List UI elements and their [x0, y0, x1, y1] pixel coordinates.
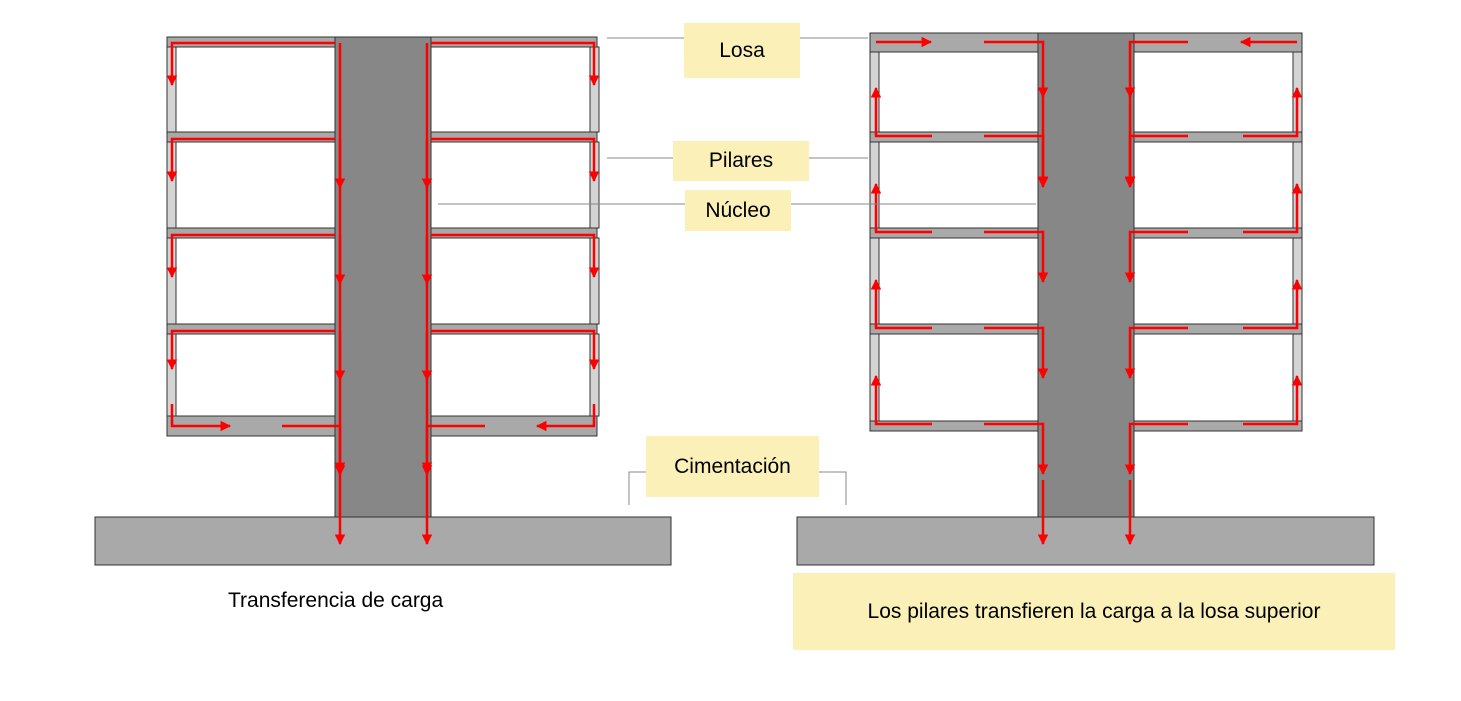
pillar-right-bldg-outer-left-2	[869, 141, 880, 229]
arrow-slab-to-pillar-left-4	[166, 329, 335, 371]
arrow-slab-to-core-r-2	[1124, 230, 1188, 284]
arrow-slab-to-pillar-right-3	[431, 233, 600, 279]
foundation-right	[796, 516, 1375, 566]
leader-foundation-right	[819, 471, 847, 505]
pillar-right-bldg-outer-left-3	[869, 237, 880, 325]
arrow-slab-to-core-r-1	[1124, 134, 1188, 188]
label-foundation: Cimentación	[646, 436, 819, 497]
arrow-slab-to-pillar-left-3	[166, 233, 335, 279]
leader-foundation-left	[628, 471, 646, 505]
arrow-slab-to-core-l-2	[984, 230, 1049, 284]
arrow-slab-to-core-l-3	[984, 326, 1049, 380]
building-right-top-transfer	[796, 32, 1375, 566]
arrow-top-transfer-left-b	[984, 40, 1049, 99]
arrow-slab-to-pillar-right-1	[431, 41, 600, 87]
arrow-slab-up-left-1	[870, 86, 932, 138]
label-leader-lines	[438, 37, 1036, 505]
arrow-slab-up-right-2	[1243, 182, 1303, 234]
pillar-right-bldg-outer-left-4	[869, 333, 880, 422]
arrow-top-transfer-right-b	[1124, 40, 1188, 99]
arrow-slab-up-right-3	[1243, 278, 1303, 330]
arrow-slab-up-right-1	[1243, 86, 1303, 138]
arrow-slab-up-right-4	[1243, 374, 1303, 426]
label-slab: Losa	[684, 23, 800, 78]
arrow-slab-to-pillar-right-2	[431, 137, 600, 183]
arrow-slab-to-pillar-left-2	[166, 137, 335, 183]
building-left-bottom-transfer	[94, 36, 672, 566]
arrow-slab-to-pillar-left-1	[166, 41, 335, 87]
arrow-slab-to-core-l-4	[984, 422, 1049, 476]
caption-left: Transferencia de carga	[228, 589, 444, 612]
arrow-slab-to-core-r-4	[1124, 422, 1188, 476]
label-core: Núcleo	[685, 190, 791, 231]
arrow-slab-up-left-4	[870, 374, 932, 426]
arrow-slab-to-core-r-3	[1124, 326, 1188, 380]
arrow-transfer-left-b	[282, 424, 346, 477]
arrow-slab-up-left-2	[870, 182, 932, 234]
label-pillars: Pilares	[673, 141, 809, 181]
arrow-transfer-right-a	[535, 404, 596, 432]
arrow-slab-to-core-l-1	[984, 134, 1049, 188]
pillar-right-bldg-outer-left-1	[869, 51, 880, 133]
core-left	[334, 36, 432, 518]
arrow-slab-up-left-3	[870, 278, 932, 330]
foundation-left	[94, 516, 672, 566]
core-right	[1037, 32, 1135, 518]
caption-right: Los pilares transfieren la carga a la lo…	[793, 573, 1395, 650]
arrow-transfer-left-a	[170, 404, 232, 432]
arrow-transfer-right-b	[421, 424, 485, 477]
arrow-slab-to-pillar-right-4	[431, 329, 600, 371]
